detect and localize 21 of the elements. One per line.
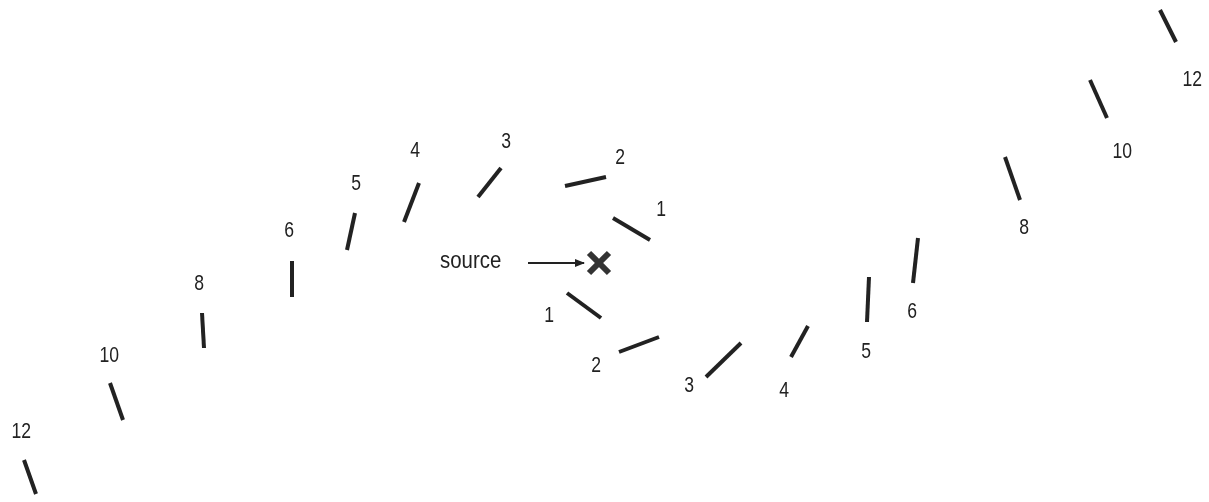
number-label: 10 — [1112, 140, 1133, 162]
number-label: 3 — [684, 374, 694, 396]
number-label: 1 — [656, 198, 666, 220]
number-label: 8 — [1019, 216, 1030, 238]
number-label: 1 — [544, 304, 554, 326]
number-label: 2 — [615, 146, 625, 168]
source-label: source — [440, 246, 514, 274]
number-label: 4 — [779, 379, 789, 401]
number-label: 10 — [99, 344, 120, 366]
number-label: 6 — [284, 219, 294, 241]
arrow — [527, 259, 585, 267]
number-label: 4 — [410, 139, 420, 161]
number-label: 2 — [591, 354, 601, 376]
number-label: 12 — [11, 420, 32, 442]
number-label: 6 — [907, 300, 917, 322]
number-label: 5 — [861, 340, 871, 362]
number-label: 12 — [1182, 68, 1203, 90]
cross-mark — [586, 250, 612, 276]
number-label: 5 — [351, 172, 361, 194]
number-label: 8 — [194, 272, 205, 294]
number-label: 3 — [501, 130, 511, 152]
